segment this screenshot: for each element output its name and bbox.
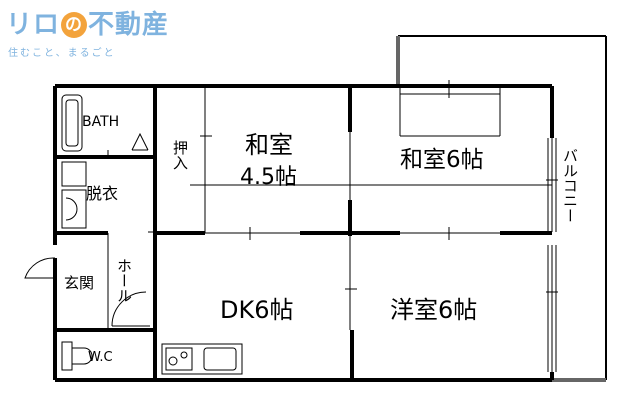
wc-label: W.C (88, 350, 113, 365)
thin-lines (107, 80, 558, 372)
washitsu-small-size: 4.5帖 (240, 165, 297, 190)
kitchen-counter (161, 343, 243, 375)
hall-door-swing (111, 291, 150, 327)
hall-label: ホール (115, 258, 133, 303)
dk-label: DK6帖 (220, 296, 294, 324)
washitsu-large-label: 和室6帖 (400, 147, 484, 173)
dressing-label: 脱衣 (86, 184, 118, 203)
logo: リロの不動産 住むこと、まるごと (6, 4, 169, 66)
bath-label: BATH (82, 114, 119, 130)
washitsu-small-label: 和室 (245, 131, 293, 159)
balcony (396, 35, 607, 382)
entrance-door-swing (24, 257, 56, 279)
toilet (61, 341, 93, 371)
youshitsu-label: 洋室6帖 (390, 296, 477, 324)
entrance-label: 玄関 (64, 274, 94, 292)
logo-title-left: リロ (6, 10, 61, 40)
logo-circle-mark: の (61, 12, 88, 38)
washing-machine (61, 161, 87, 229)
interior-walls (55, 86, 552, 380)
balcony-label: バルコニー (561, 148, 579, 223)
closet-label: 押入 (171, 140, 189, 170)
logo-title: リロの不動産 (6, 4, 169, 41)
bathtub (61, 94, 83, 152)
logo-title-right: 不動産 (88, 10, 170, 40)
logo-tagline: 住むこと、まるごと (8, 48, 116, 59)
bath-door-swing (107, 132, 149, 157)
